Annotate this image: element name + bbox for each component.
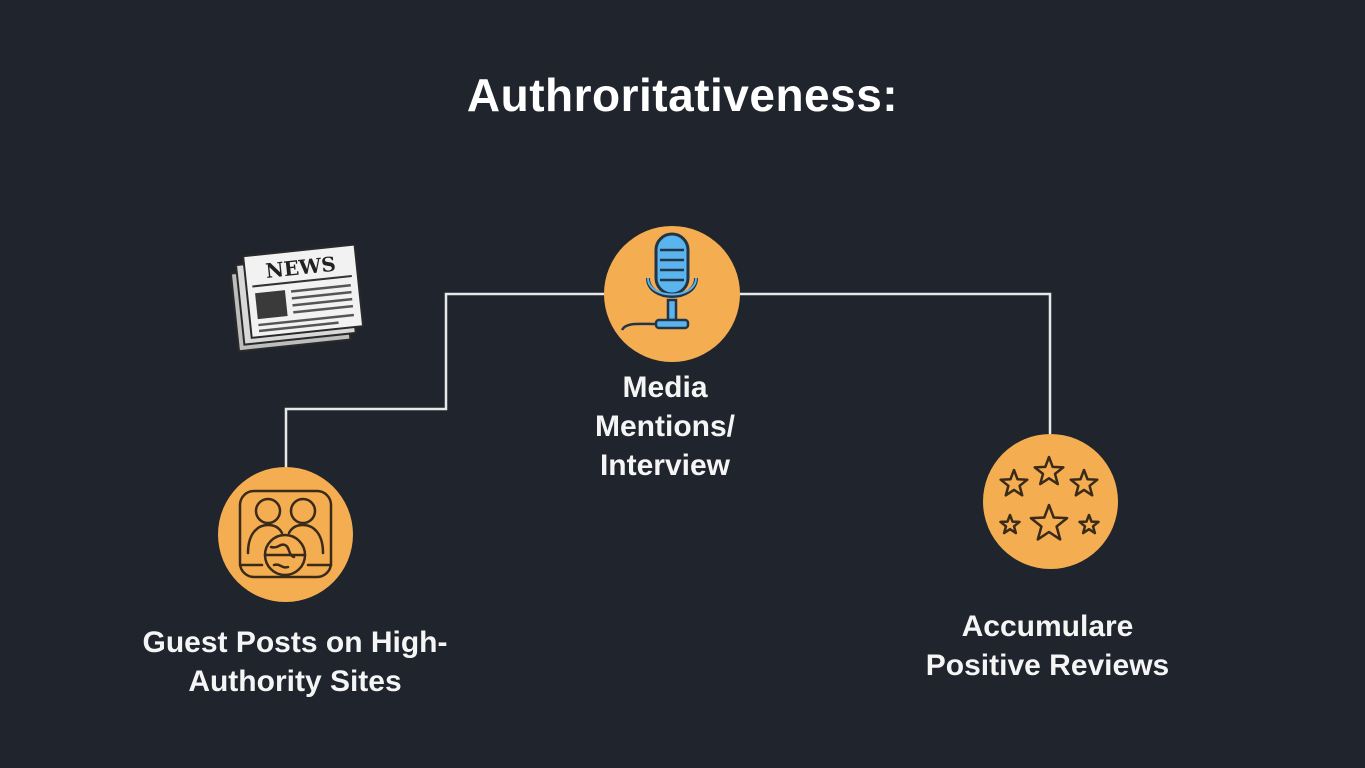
label-reviews: Accumulare Positive Reviews [900, 607, 1195, 685]
people-globe-icon [238, 489, 333, 579]
newspaper-icon: NEWS [229, 245, 365, 353]
label-guest-posts: Guest Posts on High- Authority Sites [110, 623, 480, 701]
page-title: Authroritativeness: [466, 69, 899, 121]
connector-guest-to-media [284, 292, 606, 468]
star-icon [999, 468, 1029, 497]
label-line: Authority Sites [188, 665, 402, 698]
stars-icon [999, 455, 1100, 541]
node-reviews [983, 434, 1118, 569]
star-icon [1029, 503, 1069, 541]
node-guest-posts [218, 467, 353, 602]
label-line: Positive Reviews [925, 649, 1170, 682]
node-media-mentions [604, 226, 740, 362]
star-icon [1069, 468, 1099, 497]
connector-media-to-reviews [738, 292, 1052, 434]
label-line: Guest Posts on High- [142, 626, 448, 659]
label-line: Accumulare [961, 610, 1134, 643]
label-line: Interview [599, 449, 731, 482]
microphone-icon [620, 232, 698, 331]
star-icon [1078, 513, 1100, 535]
star-icon [1033, 455, 1065, 486]
label-line: Mentions/ [595, 410, 735, 443]
label-line: Media [622, 371, 708, 404]
star-icon [999, 513, 1021, 535]
label-media-mentions: Media Mentions/ Interview [540, 368, 790, 485]
